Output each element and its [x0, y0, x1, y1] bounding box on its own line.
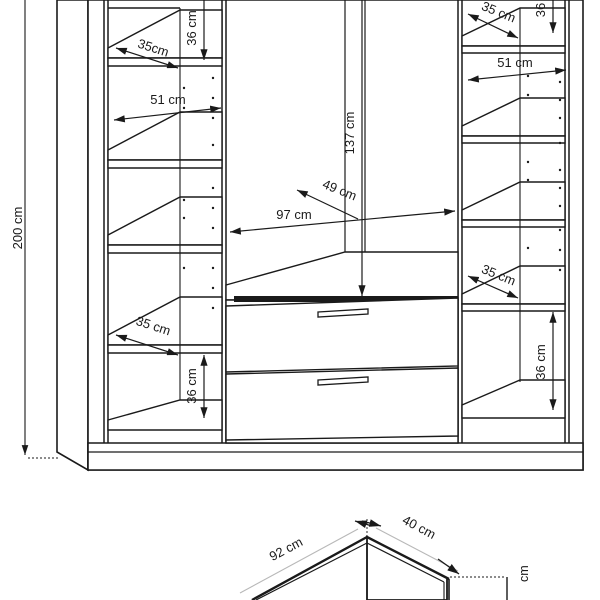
detail-right-panel [366, 535, 448, 600]
dim-center-depth [296, 189, 359, 220]
dim-label-detail-height-cm: cm [517, 565, 531, 582]
dim-label-40cm: 40 cm [400, 512, 438, 542]
drawer-handle-lower[interactable] [317, 376, 369, 386]
dim-label-51cm-right: 51 cm [497, 55, 532, 70]
center-bay [225, 0, 459, 444]
left-side-panel [56, 0, 89, 472]
right-shelf-1-edge [461, 45, 566, 54]
dim-35-topright-line [467, 13, 519, 39]
left-shelf-2-edge [107, 159, 223, 169]
dim-right-lower-depth [467, 275, 519, 299]
right-shelf-3 [461, 181, 566, 221]
drawer-upper [225, 297, 459, 373]
drawer-handle-upper[interactable] [317, 308, 369, 318]
left-bay-shelves [107, 7, 223, 431]
dim-label-36-topright: 36 [533, 3, 548, 17]
dim-left-shelf-width [113, 105, 222, 123]
center-hanging-floor [225, 251, 459, 301]
dim-right-shelf-width [467, 67, 567, 83]
left-shelf-1 [107, 9, 223, 59]
dim-label-36cm-botright: 36 cm [533, 344, 548, 379]
dim-51-right-line [467, 67, 567, 83]
drawer-handles[interactable] [317, 308, 369, 386]
dim-detail-width [239, 528, 359, 594]
right-shelf-4-edge [461, 303, 566, 312]
detail-guides [366, 519, 508, 600]
detail-right-top-edge-inner [366, 542, 445, 583]
dim-label-92cm: 92 cm [267, 534, 305, 564]
left-shelf-4 [107, 296, 223, 346]
dim-35-botleft-line [115, 334, 179, 356]
right-bay-floor [461, 379, 566, 419]
dim-right-top-depth [467, 13, 519, 39]
detail-left-top-edge [251, 535, 368, 600]
right-bay-peg-holes [526, 74, 562, 272]
left-shelf-3 [107, 196, 223, 246]
right-shelf-3-edge [461, 219, 566, 228]
dim-40-arrows [361, 519, 460, 575]
dim-40-arrow-start [361, 519, 382, 527]
detail-left-top-edge-inner [255, 542, 368, 600]
dim-92-line [239, 528, 359, 594]
dim-label-200cm: 200 cm [10, 207, 25, 250]
dim-label-51cm-left: 51 cm [150, 92, 185, 107]
plinth-band [87, 442, 584, 471]
dim-label-36cm-botleft: 36 cm [184, 368, 199, 403]
dim-35-botright-line [467, 275, 519, 299]
dim-overall-height [21, 0, 60, 459]
dim-35-topleft-line [115, 47, 179, 69]
dim-97-line [229, 208, 456, 235]
drawer-lower [225, 367, 459, 441]
dim-49-line [296, 189, 359, 220]
left-shelf-4-edge [107, 344, 223, 354]
dim-51-left-line [113, 105, 222, 123]
dim-left-lower-depth [115, 334, 179, 356]
dim-label-137cm: 137 cm [342, 112, 357, 155]
dim-label-36cm-topleft: 36 cm [184, 10, 199, 45]
detail-corner-box [251, 535, 450, 600]
right-shelf-2 [461, 97, 566, 137]
detail-right-top-edge [366, 535, 450, 581]
left-bay-peg-holes [182, 76, 215, 310]
dim-label-97cm: 97 cm [276, 207, 311, 222]
dim-left-shelf-depth [115, 47, 179, 69]
left-bay-floor [107, 399, 223, 431]
right-shelf-2-edge [461, 135, 566, 144]
left-shelf-3-edge [107, 244, 223, 254]
dim-40-arrow-end [437, 558, 460, 575]
dim-center-width [229, 208, 456, 235]
